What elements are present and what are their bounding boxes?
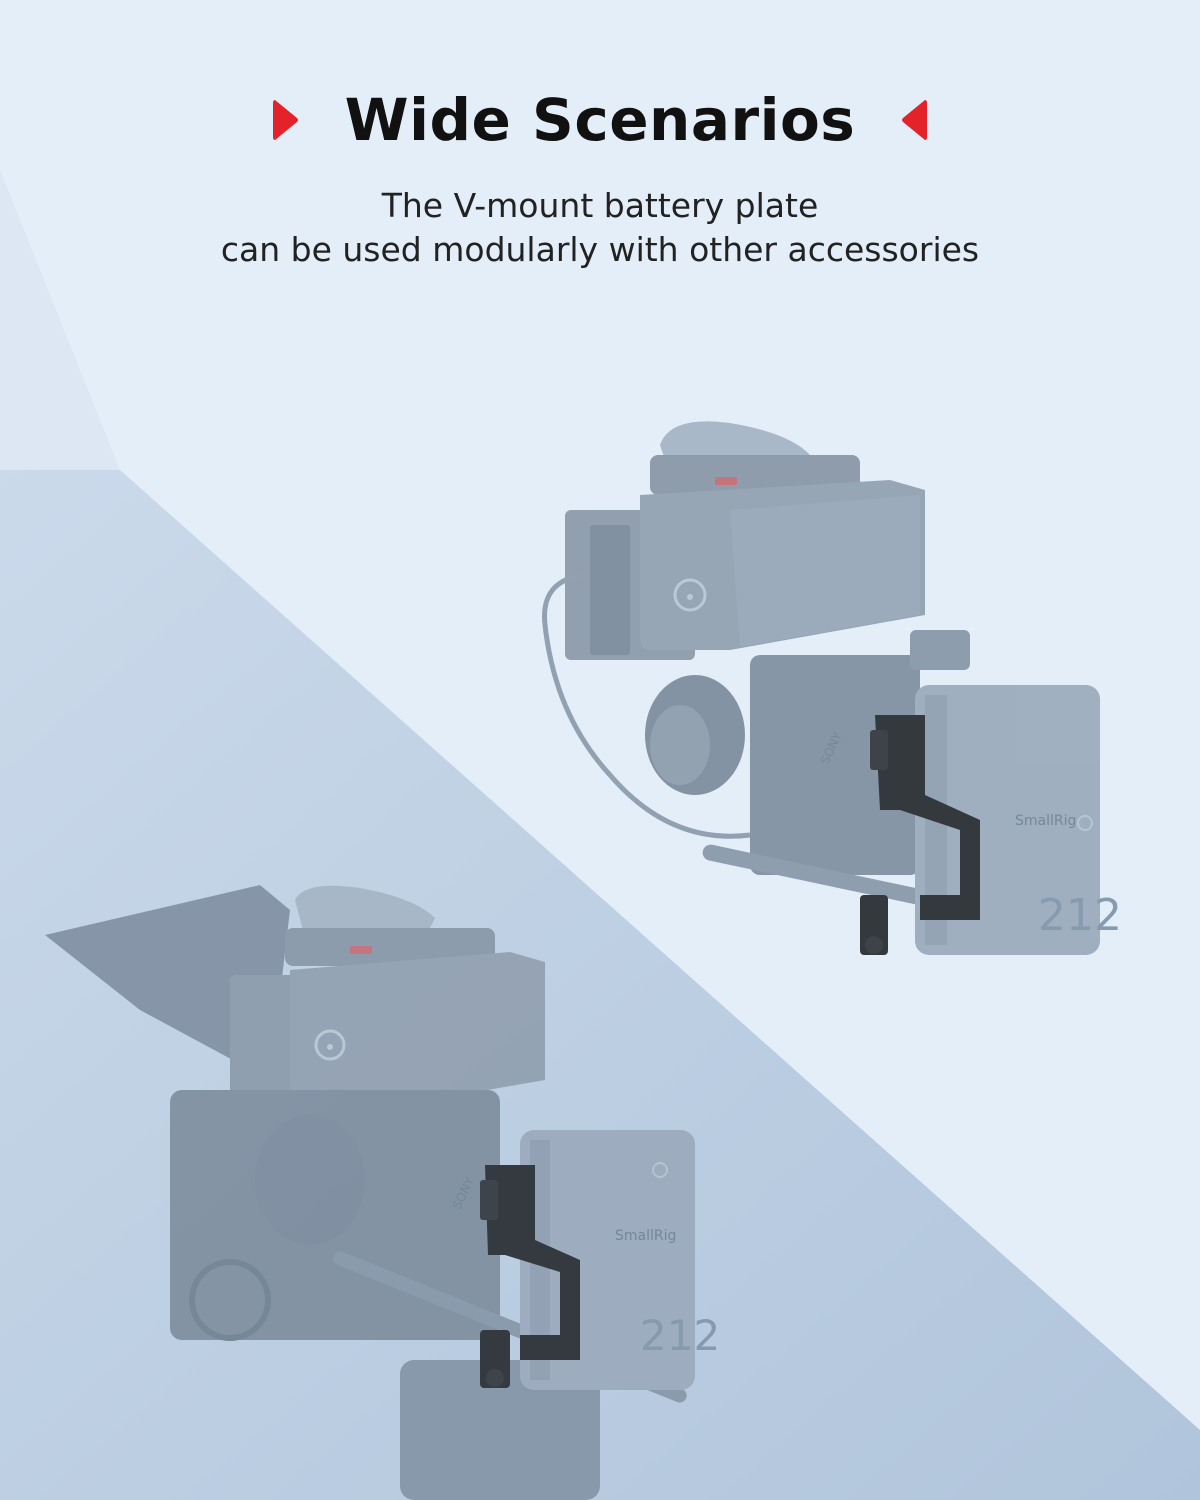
follow-focus-wheel (189, 1259, 271, 1341)
red-indicator (715, 477, 737, 485)
battery-brand-label: SmallRig (1015, 813, 1076, 829)
arrow-left-icon (902, 100, 928, 140)
battery-brand-label: SmallRig (615, 1228, 676, 1244)
battery-number-label: 212 (1038, 890, 1120, 941)
v-mount-battery-plate (485, 1165, 580, 1360)
matte-box-flag (45, 885, 290, 1080)
viewfinder-eyecup (295, 885, 435, 938)
page-title: Wide Scenarios (344, 86, 856, 154)
red-indicator (350, 946, 372, 954)
lens (255, 1115, 365, 1245)
camera-rig-illustration-top: SONY SmallRig 212 (542, 421, 1120, 955)
tripod-head (400, 1360, 600, 1500)
header: Wide Scenarios (0, 80, 1200, 160)
rail-rod (702, 844, 958, 912)
camera-body (750, 655, 920, 875)
monitor-cable (542, 572, 751, 839)
atomos-logo-icon (314, 1029, 346, 1061)
monitor-hood (290, 952, 545, 1112)
subtitle-line-1: The V-mount battery plate (381, 186, 819, 225)
subtitle-line-2: can be used modularly with other accesso… (220, 230, 980, 269)
atomos-logo-icon (673, 578, 707, 612)
arrow-right-icon (272, 100, 298, 140)
battery-number-label: 212 (640, 1311, 720, 1360)
v-mount-battery-plate (875, 715, 980, 920)
subtitle: The V-mount battery plate can be used mo… (0, 184, 1200, 272)
camera-rig-illustration-bottom: SONY SmallRig 212 (45, 885, 720, 1500)
